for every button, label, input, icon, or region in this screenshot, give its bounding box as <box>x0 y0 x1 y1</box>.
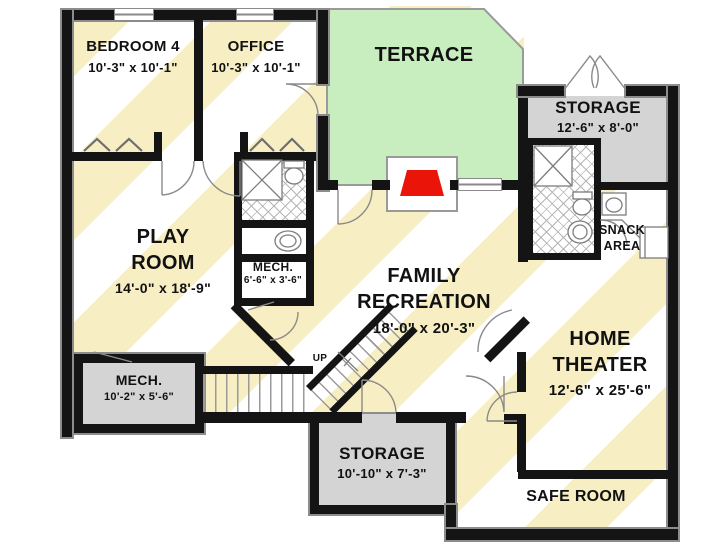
stairs-lower-flight <box>203 374 314 412</box>
label-play-room: PLAY ROOM <box>131 226 195 274</box>
storage-lower-door-gap <box>362 414 396 424</box>
door-mech-small <box>247 301 275 311</box>
label-family-recreation: FAMILY RECREATION <box>357 265 491 313</box>
dims-storage-lower: 10'-10" x 7'-3" <box>337 466 427 481</box>
label-mech-small: MECH. <box>252 260 294 274</box>
window <box>458 178 502 191</box>
mask <box>60 435 210 557</box>
wall <box>516 84 566 98</box>
mask <box>456 540 708 557</box>
wall <box>70 152 162 161</box>
toilet-left <box>283 160 305 169</box>
wall <box>624 84 680 98</box>
door-storage-lower <box>361 379 397 413</box>
label-storage-upper: STORAGE <box>555 98 641 117</box>
wall <box>240 152 318 161</box>
dims-mech-small: 6'-6" x 3'-6" <box>243 275 303 286</box>
door-office <box>202 160 241 197</box>
label-mech-lower: MECH. <box>115 372 163 388</box>
dims-office: 10'-3" x 10'-1" <box>211 60 301 75</box>
wall <box>594 182 678 190</box>
label-safe-room: SAFE ROOM <box>526 488 626 505</box>
mask <box>310 514 456 557</box>
mask <box>680 80 708 557</box>
dims-storage-upper: 12'-6" x 8'-0" <box>557 120 639 135</box>
wall <box>328 180 338 190</box>
dims-play-room: 14'-0" x 18'-9" <box>114 280 212 296</box>
stair-rail <box>337 351 359 372</box>
dims-bedroom4: 10'-3" x 10'-1" <box>88 60 178 75</box>
label-bedroom4: BEDROOM 4 <box>86 38 180 55</box>
french-door-left <box>563 54 599 91</box>
window <box>114 8 154 21</box>
closet-rod-bedroom <box>83 137 143 152</box>
wall <box>396 412 466 423</box>
wall <box>517 420 526 472</box>
wall <box>444 503 458 540</box>
wall <box>594 138 601 220</box>
wall <box>666 84 680 542</box>
wall <box>316 114 330 192</box>
wall <box>518 86 528 262</box>
label-terrace: TERRACE <box>374 44 474 66</box>
wall <box>450 180 464 190</box>
room-storage-upper-ext <box>598 140 668 184</box>
room-mech-lower <box>72 352 206 435</box>
door-home-theater-hall <box>486 391 518 422</box>
door-hallway <box>465 375 505 413</box>
wall <box>594 246 601 260</box>
pedestal-sink-right <box>567 220 593 244</box>
wall <box>196 366 313 374</box>
french-door-right <box>591 54 627 91</box>
label-home-theater: HOME THEATER <box>552 328 648 376</box>
toilet-right <box>572 191 593 200</box>
wall <box>60 8 74 439</box>
wall <box>372 180 390 190</box>
label-office: OFFICE <box>227 38 285 55</box>
fireplace-firebox-icon <box>400 170 444 196</box>
room-storage-upper <box>528 96 668 140</box>
wall <box>196 412 362 423</box>
snack-counter <box>600 219 641 239</box>
wall <box>517 352 526 392</box>
mask <box>60 0 328 9</box>
dims-family-recreation: 18'-0" x 20'-3" <box>372 320 476 337</box>
wall <box>60 8 320 22</box>
wall <box>316 8 330 86</box>
mask <box>524 0 708 84</box>
pedestal-sink-left <box>274 230 302 252</box>
wall <box>444 527 680 542</box>
door-office-terrace <box>285 83 319 117</box>
dims-mech-lower: 10'-2" x 5'-6" <box>103 391 175 403</box>
wall <box>240 132 248 152</box>
door-playroom-famrec <box>269 311 299 341</box>
label-storage-lower: STORAGE <box>339 444 425 463</box>
door-famrec-home-theater <box>477 309 513 353</box>
wall <box>154 132 162 152</box>
window <box>236 8 274 21</box>
room-storage-lower <box>308 412 457 516</box>
wall <box>194 20 203 161</box>
door-bedroom <box>161 160 195 196</box>
label-snack-area: SNACK AREA <box>599 223 645 253</box>
door-terrace-famrec <box>337 189 373 225</box>
wall <box>518 470 676 479</box>
door-mech-lower <box>93 351 133 363</box>
mask <box>196 423 310 557</box>
closet-rod-office <box>249 137 305 152</box>
wall <box>504 414 526 424</box>
label-stairs-up: UP <box>312 353 328 364</box>
dims-home-theater: 12'-6" x 25'-6" <box>548 382 652 399</box>
wall <box>496 180 524 190</box>
